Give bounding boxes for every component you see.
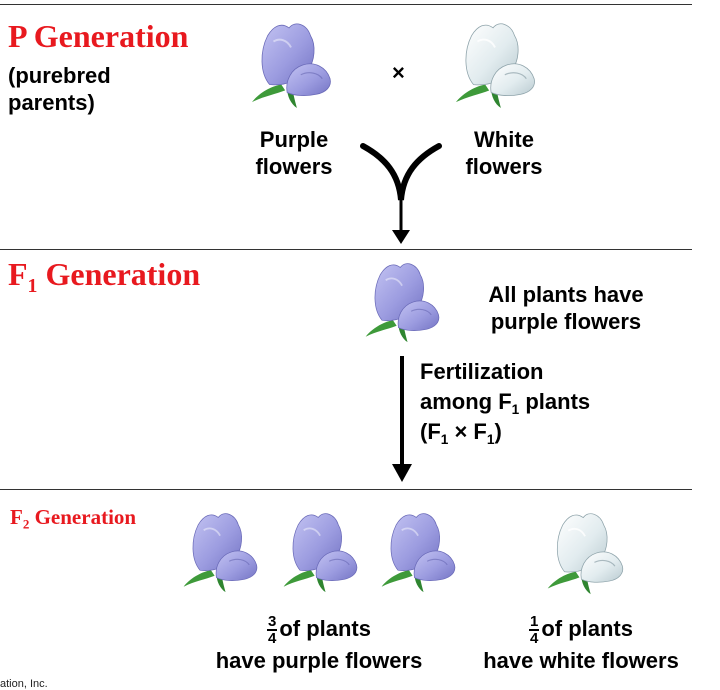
- cross-symbol: ×: [392, 60, 405, 85]
- purple-flowers-label: Purple flowers: [255, 127, 333, 179]
- f1-f2-divider: [0, 489, 692, 490]
- f1-result-text: All plants have purple flowers: [488, 282, 644, 334]
- f2-white-flower-icon: [547, 512, 624, 595]
- f1-generation-title: F1 Generation: [8, 256, 201, 297]
- white-flower-icon: [455, 22, 536, 109]
- fertilization-text: Fertilization among F1 plants (F1 × F1): [420, 359, 591, 447]
- arrow-down-icon: [392, 356, 412, 482]
- f2-generation-title: F2 Generation: [10, 505, 137, 532]
- f2-purple-flower-icon: [381, 512, 456, 593]
- p-generation-title: P Generation: [8, 18, 189, 54]
- f2-purple-flower-icon: [283, 512, 358, 593]
- purple-flower-icon: [252, 22, 332, 108]
- white-flowers-label: White flowers: [465, 127, 543, 179]
- top-divider: [0, 4, 692, 5]
- p-generation-subtitle: (purebred parents): [8, 63, 111, 115]
- p-f1-divider: [0, 249, 692, 250]
- f2-purple-flower-icon: [183, 512, 258, 593]
- copyright-fragment: ation, Inc.: [0, 678, 48, 690]
- cross-merge-arrow-icon: [360, 143, 442, 244]
- f1-purple-flower-icon: [365, 262, 440, 343]
